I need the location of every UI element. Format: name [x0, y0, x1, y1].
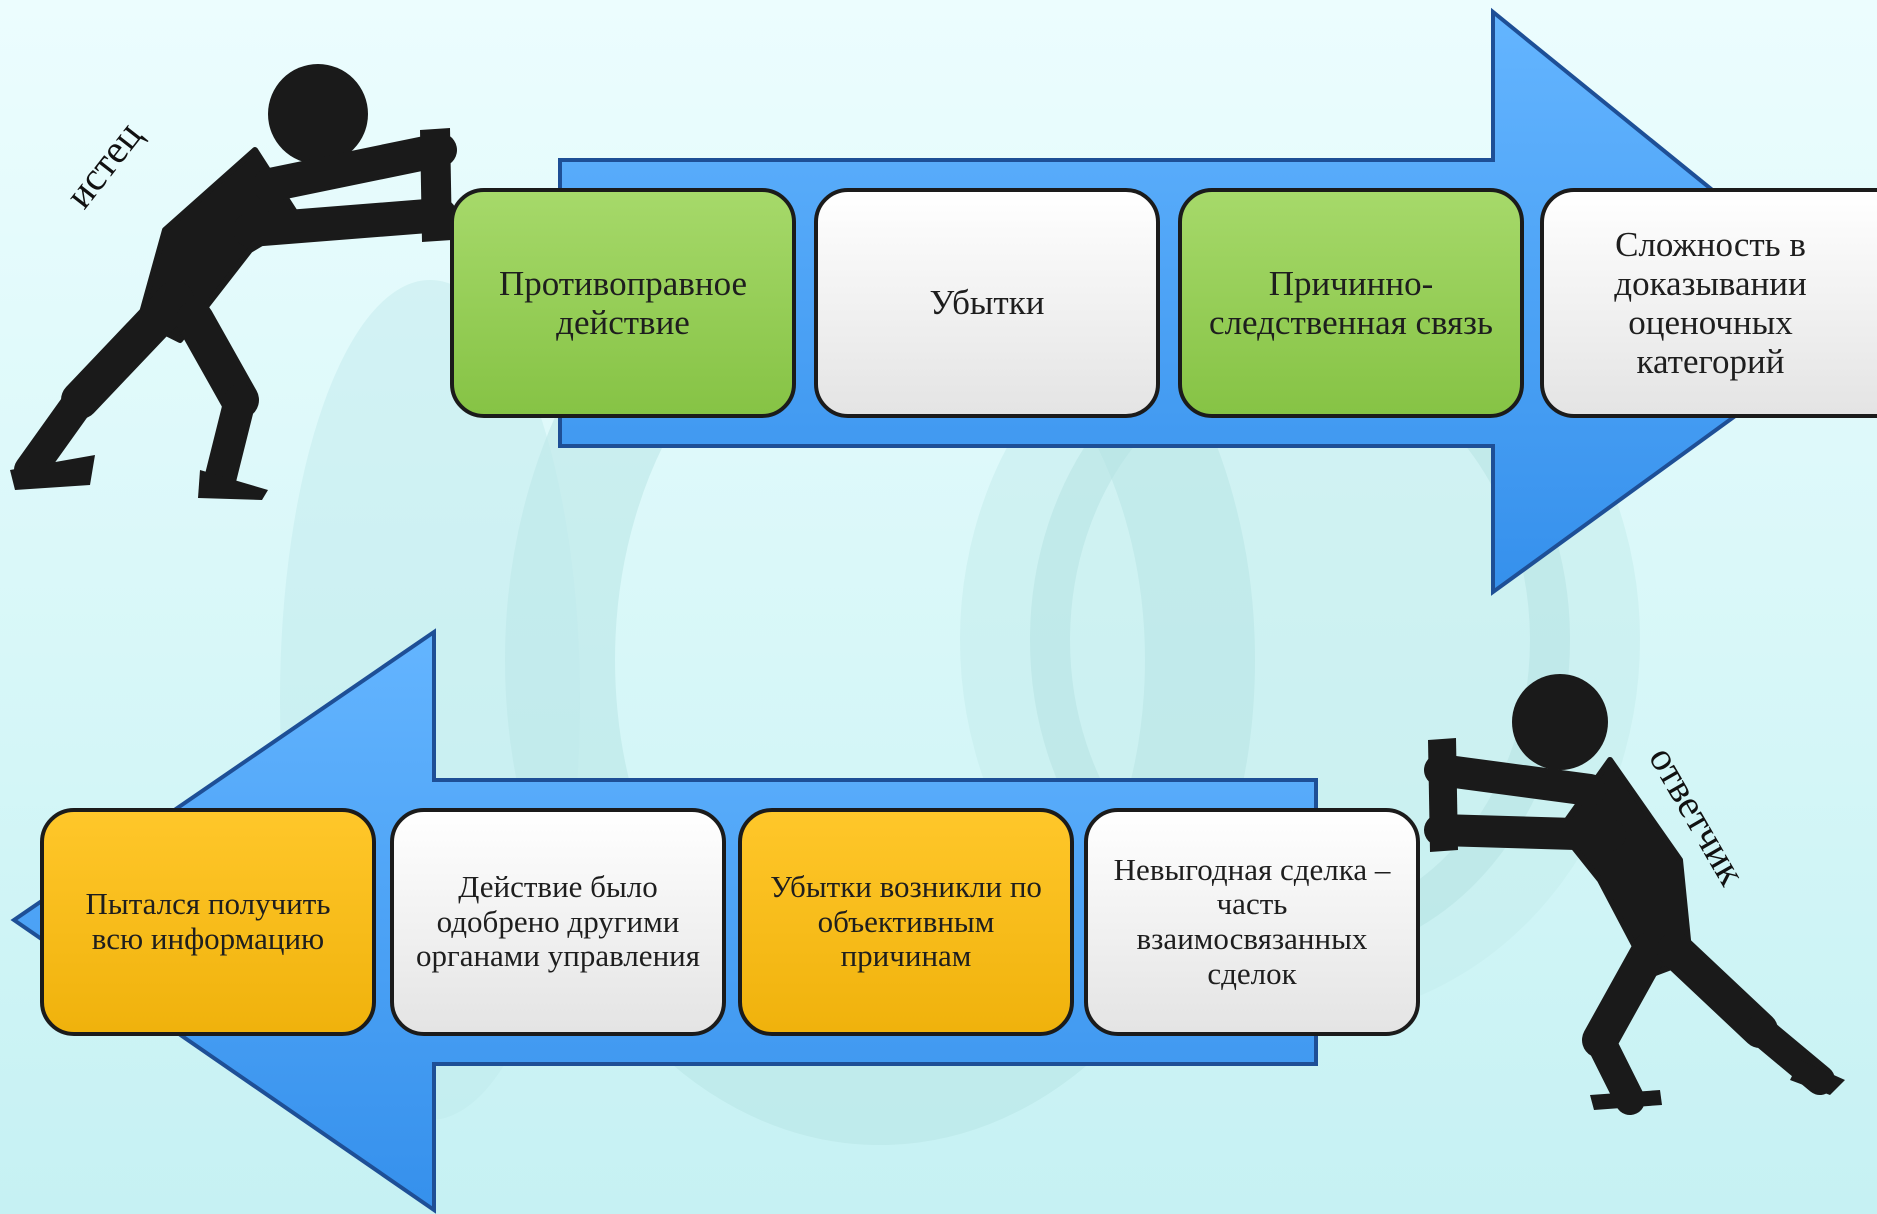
factor-box-losses: Убытки — [814, 188, 1160, 418]
defense-text: Действие было одобрено другими органами … — [415, 868, 701, 974]
factor-box-proof-difficulty: Сложность в доказывании оценочных катего… — [1540, 188, 1877, 418]
factor-text: Причинно-следственная связь — [1209, 263, 1493, 342]
factor-box-unlawful-action: Противоправное действие — [450, 188, 796, 418]
factor-text: Сложность в доказывании оценочных катего… — [1614, 224, 1807, 382]
factor-box-causation: Причинно-следственная связь — [1178, 188, 1524, 418]
defense-box-related-deals: Невыгодная сделка – часть взаимосвязанны… — [1084, 808, 1420, 1036]
defense-text: Невыгодная сделка – часть взаимосвязанны… — [1113, 851, 1391, 991]
defense-box-approved: Действие было одобрено другими органами … — [390, 808, 726, 1036]
defense-box-information: Пытался получить всю информацию — [40, 808, 376, 1036]
defense-text: Убытки возникли по объективным причинам — [770, 868, 1042, 974]
factor-text: Противоправное действие — [498, 263, 748, 342]
defense-text: Пытался получить всю информацию — [85, 886, 331, 956]
factor-text: Убытки — [929, 283, 1045, 323]
defense-box-objective-reasons: Убытки возникли по объективным причинам — [738, 808, 1074, 1036]
